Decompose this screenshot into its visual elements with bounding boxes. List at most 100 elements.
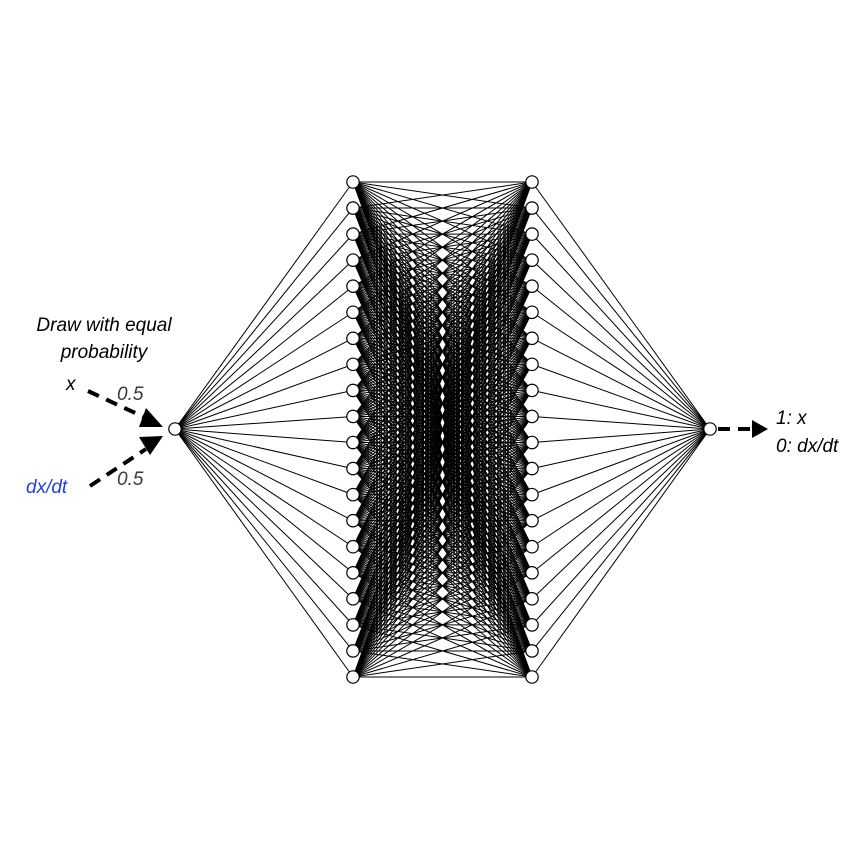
network-edge (352, 181, 533, 495)
network-edge (352, 181, 533, 287)
network-edge (174, 285, 354, 430)
hidden-2-node (525, 670, 539, 684)
hidden-1-node (346, 331, 360, 346)
network-edge (352, 181, 533, 313)
input-dxdt-label: dx/dt (26, 477, 68, 498)
network-edge (174, 363, 354, 430)
network-edge (531, 207, 711, 430)
network-edge (174, 428, 354, 600)
hidden-1-node (346, 618, 360, 632)
network-edge (352, 207, 533, 678)
hidden-1-node (346, 383, 360, 398)
network-edge (531, 285, 711, 430)
network-edge (352, 364, 533, 678)
network-edge (352, 338, 533, 678)
dxdt-arrowhead (139, 436, 163, 455)
network-edge (174, 428, 354, 470)
network-edge (352, 494, 533, 678)
network-edge (531, 337, 711, 430)
network-edge (352, 181, 533, 417)
hidden-1-node (346, 253, 360, 267)
network-edge (531, 428, 711, 652)
network-edge (174, 259, 354, 430)
output-label-line-2: 0: dx/dt (776, 436, 839, 457)
x-arrow-shaft (87, 389, 147, 420)
network-edge (531, 363, 711, 430)
hidden-1-node (346, 565, 360, 580)
network-edge (531, 181, 711, 430)
network-edge (352, 181, 533, 339)
network-edge (531, 428, 711, 678)
hidden-2-node (525, 383, 539, 398)
network-edge (352, 181, 533, 261)
network-edge (352, 312, 533, 678)
caption-line-2: probability (60, 342, 149, 363)
network-edge (174, 428, 354, 626)
network-edge (352, 181, 533, 235)
network-edge (352, 650, 533, 678)
network-edge (352, 624, 533, 678)
network-edge (352, 468, 533, 678)
network-edge (352, 181, 533, 443)
network-edge (174, 389, 354, 430)
hidden-2-node (525, 592, 539, 606)
network-edge (352, 181, 533, 652)
network-edge (352, 572, 533, 678)
hidden-1-node (346, 279, 360, 294)
hidden-2-node (525, 435, 539, 450)
network-edge (352, 181, 533, 391)
caption-line-1: Draw with equal (36, 315, 172, 336)
network-edge (174, 428, 354, 574)
network-edge (174, 428, 354, 548)
network-edge (352, 233, 533, 678)
network-edge (174, 428, 354, 444)
network-edge (352, 181, 533, 469)
input-dxdt-probability: 0.5 (117, 469, 144, 490)
network-edge (531, 428, 711, 548)
network-edge (531, 428, 711, 444)
network-edge (174, 428, 354, 678)
network-edge (531, 428, 711, 600)
network-edge (531, 415, 711, 430)
hidden-2-node (525, 253, 539, 267)
network-edge (352, 181, 533, 365)
network-edge (352, 181, 533, 521)
network-edge (174, 428, 354, 522)
network-edge (531, 428, 711, 626)
network-nodes (168, 175, 717, 684)
hidden-2-node (525, 644, 539, 658)
network-edge (174, 181, 354, 430)
hidden-1-node (346, 305, 360, 320)
hidden-1-node (346, 175, 360, 189)
hidden-2-node (525, 565, 539, 580)
hidden-2-node (525, 409, 539, 424)
network-edge (174, 428, 354, 496)
hidden-2-node (525, 487, 539, 502)
network-edge (531, 389, 711, 430)
hidden-2-node (525, 175, 539, 189)
hidden-2-node (525, 513, 539, 528)
hidden-2-node (525, 279, 539, 294)
hidden-2-node (525, 305, 539, 320)
hidden-1-node (346, 539, 360, 554)
hidden-1-node (346, 201, 360, 215)
network-edge (352, 390, 533, 678)
output-node (703, 422, 717, 436)
input-x-label: x (65, 374, 77, 395)
hidden-1-node (346, 409, 360, 424)
hidden-1-node (346, 670, 360, 684)
hidden-2-node (525, 539, 539, 554)
hidden-1-node (346, 592, 360, 606)
network-edge (352, 546, 533, 678)
network-edge (352, 520, 533, 678)
hidden-2-node (525, 227, 539, 241)
hidden-2-node (525, 357, 539, 372)
hidden-2-node (525, 331, 539, 346)
hidden-1-node (346, 435, 360, 450)
network-edge (174, 311, 354, 430)
hidden-1-node (346, 644, 360, 658)
output-arrow (718, 420, 768, 438)
network-edge (531, 259, 711, 430)
network-edge (352, 598, 533, 678)
